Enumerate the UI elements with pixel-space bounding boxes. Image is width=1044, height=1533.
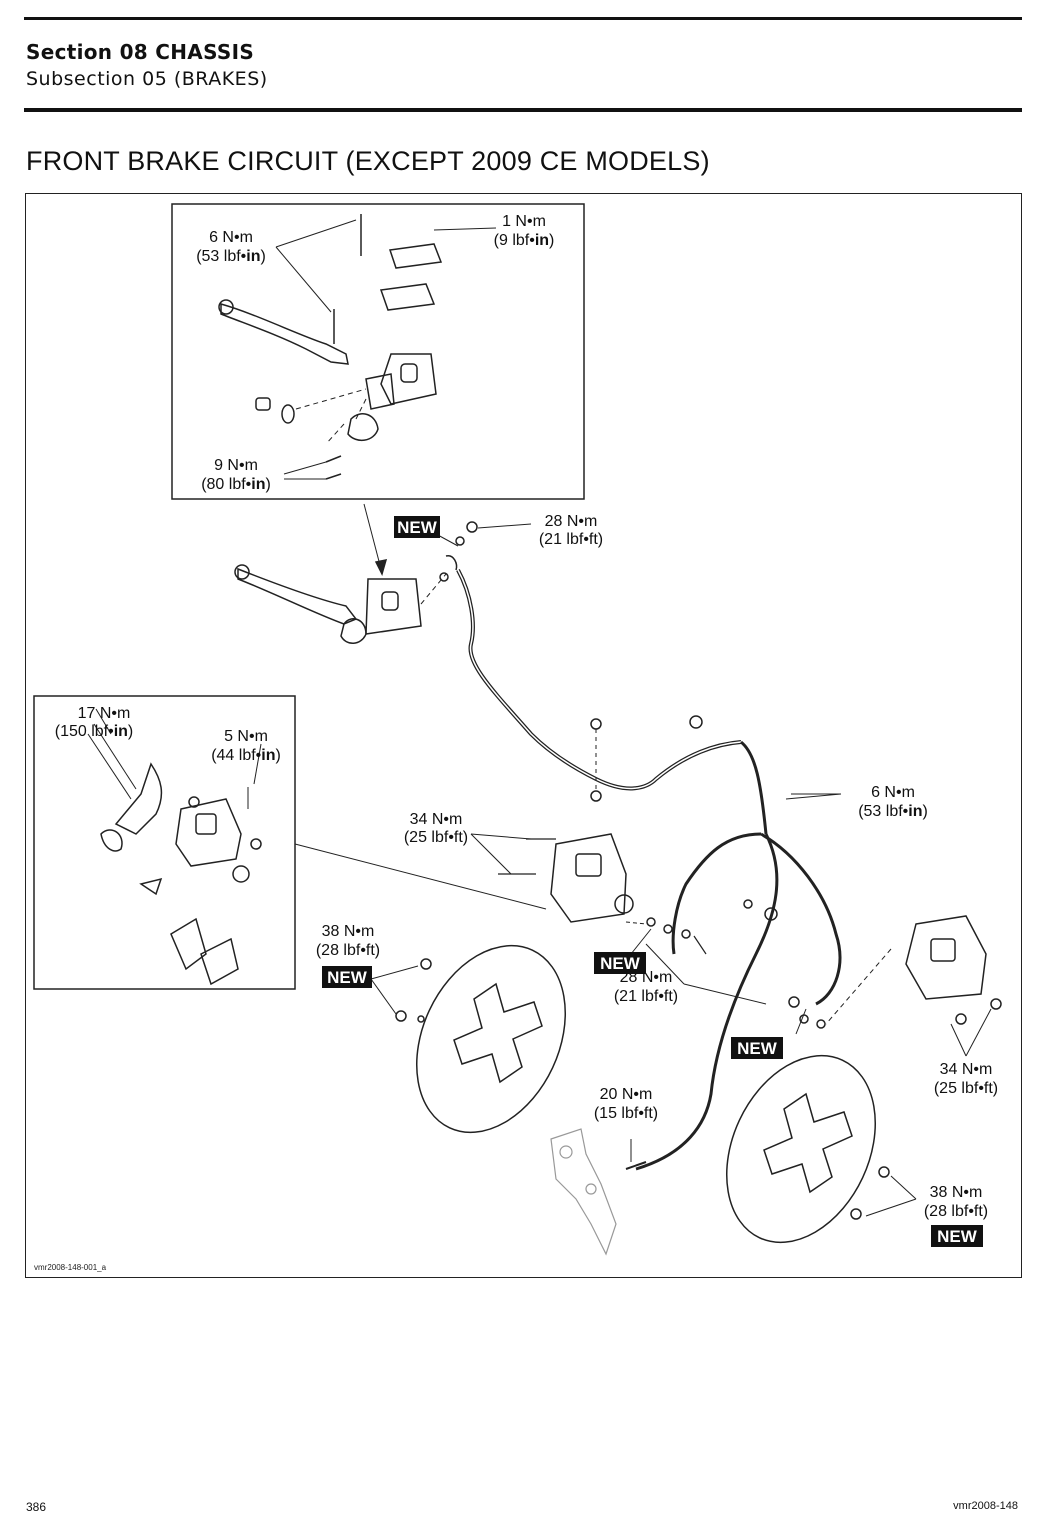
brake-hose-main (456, 569, 742, 791)
inset-caliper (33, 695, 296, 990)
inset-reservoir-icon (380, 353, 437, 405)
torque-label: (25 lbf•ft) (404, 829, 468, 846)
torque-label: 17 N•m (78, 705, 131, 722)
inset-screw2-icon (325, 473, 342, 480)
figure-code: vmr2008-148-001_a (34, 1263, 107, 1272)
torque-label: 38 N•m (322, 923, 375, 940)
banjo-bolt-icon (788, 996, 800, 1008)
washer-icon (663, 924, 673, 934)
right-caliper-icon (905, 915, 987, 1000)
page-heading: FRONT BRAKE CIRCUIT (EXCEPT 2009 CE MODE… (26, 146, 710, 176)
section-title: Section 08 CHASSIS (26, 40, 255, 64)
rear-master-cylinder-icon (550, 1128, 617, 1256)
torque-label: 5 N•m (224, 728, 268, 745)
header-rule (24, 108, 1022, 112)
inset-caliper-body-icon (175, 798, 242, 867)
torque-label: 28 N•m (545, 513, 598, 530)
washer-icon (455, 536, 465, 546)
inset-bracket-icon (114, 762, 163, 835)
svg-text:NEW: NEW (737, 1039, 778, 1058)
torque-label: 34 N•m (410, 811, 463, 828)
torque-label: (9 lbf•in) (494, 232, 555, 249)
hose-clip-icon (590, 718, 602, 730)
torque-label: 20 N•m (600, 1086, 653, 1103)
torque-label: (53 lbf•in) (858, 803, 928, 820)
washer-icon (816, 1019, 826, 1029)
inset-cylinder-icon (365, 373, 395, 410)
subsection-title: Subsection 05 (BRAKES) (26, 68, 268, 90)
hose-rear (635, 833, 779, 1171)
torque-label: (150 lbf•in) (55, 723, 134, 740)
torque-label: 28 N•m (620, 969, 673, 986)
lever-icon (237, 567, 358, 625)
inset-master-cylinder (171, 203, 585, 500)
washer-icon (646, 917, 656, 927)
master-cylinder-icon (365, 578, 422, 635)
brake-pad-icon (200, 937, 239, 986)
svg-text:NEW: NEW (937, 1227, 978, 1246)
inset-diaphragm-icon (379, 283, 436, 311)
inset-cover-icon (389, 243, 443, 269)
left-caliper-icon (550, 833, 627, 923)
svg-text:NEW: NEW (397, 518, 438, 537)
new-tag: NEW (731, 1037, 783, 1059)
inset-spring-icon (139, 877, 163, 896)
inset-screw-icon (325, 455, 342, 463)
doc-code: vmr2008-148 (953, 1500, 1018, 1512)
new-tag: NEW (322, 966, 372, 988)
torque-label: (28 lbf•ft) (316, 942, 380, 959)
torque-label: 9 N•m (214, 457, 258, 474)
top-rule (24, 17, 1022, 20)
hose-right-caliper (760, 832, 842, 1006)
torque-label: 38 N•m (930, 1184, 983, 1201)
torque-label: (44 lbf•in) (211, 747, 281, 764)
left-brake-disc (415, 944, 567, 1134)
new-tag: NEW (394, 516, 440, 538)
torque-label: 6 N•m (209, 229, 253, 246)
inset-piston-icon (232, 865, 250, 883)
new-tag: NEW (594, 952, 646, 974)
lever-end-icon (234, 564, 250, 580)
lever-knob-icon (218, 299, 234, 315)
brake-pad-icon (170, 917, 207, 971)
svg-text:NEW: NEW (327, 968, 368, 987)
torque-label: (15 lbf•ft) (594, 1105, 658, 1122)
torque-label: (21 lbf•ft) (614, 988, 678, 1005)
diagram-svg: NEW NEW NEW NEW NEW 6 N•m (53 lbf•in) 1 … (33, 203, 1002, 1272)
inset-clamp-icon (347, 413, 379, 441)
banjo-fitting-icon (445, 555, 458, 571)
svg-text:NEW: NEW (600, 954, 641, 973)
torque-label: (53 lbf•in) (196, 248, 266, 265)
page-number: 386 (26, 1500, 47, 1514)
torque-label: 1 N•m (502, 213, 546, 230)
torque-label: (21 lbf•ft) (539, 531, 603, 548)
inset-cap-icon (255, 397, 271, 411)
hose-clip-icon (764, 907, 778, 921)
right-brake-disc (725, 1054, 877, 1244)
hose-left-caliper (671, 832, 762, 955)
inset-lever-icon (220, 303, 349, 365)
washer-icon (439, 572, 449, 582)
torque-label: 34 N•m (940, 1061, 993, 1078)
inset-pin-boot-icon (100, 829, 123, 852)
torque-label: 6 N•m (871, 784, 915, 801)
inset-oring-icon (281, 404, 295, 424)
hose-clip-icon (689, 715, 703, 729)
torque-label: (25 lbf•ft) (934, 1080, 998, 1097)
washer-icon (681, 929, 691, 939)
new-tag: NEW (931, 1225, 983, 1247)
torque-label: (28 lbf•ft) (924, 1203, 988, 1220)
hose-clip-icon (590, 790, 602, 802)
torque-label: (80 lbf•in) (201, 476, 271, 493)
brake-circuit-diagram: NEW NEW NEW NEW NEW 6 N•m (53 lbf•in) 1 … (25, 193, 1022, 1278)
inset-window-icon (400, 363, 418, 383)
master-clamp-icon (340, 618, 367, 644)
banjo-bolt-icon (466, 521, 478, 533)
